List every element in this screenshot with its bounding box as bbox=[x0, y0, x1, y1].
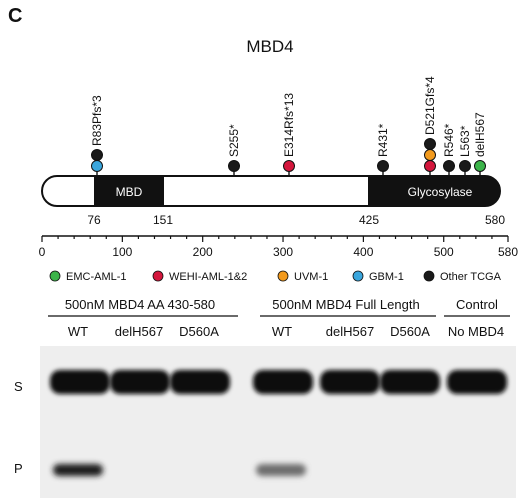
substrate-band bbox=[50, 370, 110, 394]
axis-tick-label: 580 bbox=[498, 245, 518, 259]
gel-lane-label: No MBD4 bbox=[448, 324, 504, 339]
axis-tick-label: 200 bbox=[193, 245, 213, 259]
mutation-label: R83Pfs*3 bbox=[90, 95, 104, 146]
legend-swatch bbox=[423, 270, 435, 282]
gel-lane-label: D560A bbox=[179, 324, 219, 339]
mutation-label: E314Rfs*13 bbox=[282, 93, 296, 157]
legend-swatch bbox=[49, 270, 61, 282]
domain-mbd bbox=[94, 176, 164, 206]
mutation-delh567: delH567 bbox=[473, 112, 487, 176]
legend-swatch bbox=[352, 270, 364, 282]
gel-lane-label: delH567 bbox=[326, 324, 374, 339]
substrate-band bbox=[110, 370, 170, 394]
legend-swatch bbox=[277, 270, 289, 282]
mutation-label: L563* bbox=[458, 125, 472, 157]
mutation-l563-: L563* bbox=[458, 125, 472, 176]
legend-item: UVM-1 bbox=[277, 270, 328, 283]
legend-label: UVM-1 bbox=[294, 271, 328, 283]
legend-label: GBM-1 bbox=[369, 271, 404, 283]
mutation-label: S255* bbox=[227, 124, 241, 157]
mutation-dot bbox=[424, 138, 436, 150]
domain-glycosylase bbox=[368, 176, 500, 206]
mutation-label: R546* bbox=[442, 123, 456, 157]
mutation-dot bbox=[377, 160, 389, 172]
product-band-label: P bbox=[14, 461, 23, 476]
panel-letter: C bbox=[8, 5, 22, 27]
legend-item: Other TCGA bbox=[423, 270, 502, 283]
legend-swatch bbox=[152, 270, 164, 282]
mutation-dot bbox=[424, 149, 436, 161]
legend-label: EMC-AML-1 bbox=[66, 271, 127, 283]
mutation-label: delH567 bbox=[473, 112, 487, 157]
axis-tick-label: 400 bbox=[353, 245, 373, 259]
gel-lane-label: WT bbox=[272, 324, 292, 339]
domain-label: Glycosylase bbox=[408, 185, 473, 199]
mutation-r546-: R546* bbox=[442, 123, 456, 176]
product-band bbox=[53, 464, 103, 476]
gel-group-label: Control bbox=[456, 297, 498, 312]
substrate-band bbox=[447, 370, 507, 394]
mutation-label: D521Gfs*4 bbox=[423, 76, 437, 135]
mutation-dot bbox=[443, 160, 455, 172]
gel-bands bbox=[50, 370, 507, 476]
product-band bbox=[256, 464, 306, 476]
legend: EMC-AML-1 WEHI-AML-1&2 UVM-1 GBM-1 Other TCG… bbox=[49, 270, 502, 283]
substrate-band bbox=[320, 370, 380, 394]
domain-label: MBD bbox=[116, 185, 143, 199]
mutation-dot bbox=[283, 160, 295, 172]
domain-boundary-label: 76 bbox=[87, 213, 101, 227]
protein-domains: MBD Glycosylase bbox=[94, 176, 500, 206]
mutation-s255-: S255* bbox=[227, 124, 241, 176]
figure-title: MBD4 bbox=[246, 37, 293, 56]
mutation-dot bbox=[228, 160, 240, 172]
substrate-band bbox=[380, 370, 440, 394]
mutation-dot bbox=[424, 160, 436, 172]
legend-item: WEHI-AML-1&2 bbox=[152, 270, 247, 283]
gel-group-label: 500nM MBD4 Full Length bbox=[272, 297, 419, 312]
domain-boundary-label: 580 bbox=[485, 213, 505, 227]
position-axis: 0 100 200 300 400 500 580 bbox=[39, 235, 518, 259]
domain-boundary-label: 151 bbox=[153, 213, 173, 227]
legend-label: WEHI-AML-1&2 bbox=[169, 271, 247, 283]
axis-tick-label: 500 bbox=[434, 245, 454, 259]
substrate-band bbox=[170, 370, 230, 394]
gel-lane-label: delH567 bbox=[115, 324, 163, 339]
legend-label: Other TCGA bbox=[440, 271, 502, 283]
axis-tick-label: 100 bbox=[112, 245, 132, 259]
mutation-d521gfs-4: D521Gfs*4 bbox=[423, 76, 437, 176]
gel-lane-label: D560A bbox=[390, 324, 430, 339]
mutation-dot bbox=[459, 160, 471, 172]
mutation-label: R431* bbox=[376, 123, 390, 157]
mutation-r431-: R431* bbox=[376, 123, 390, 176]
substrate-band-label: S bbox=[14, 379, 23, 394]
domain-boundary-label: 425 bbox=[359, 213, 379, 227]
mutation-dot bbox=[91, 160, 103, 172]
domain-boundary-labels: 76 151 425 580 bbox=[87, 213, 505, 227]
gel-lane-label: WT bbox=[68, 324, 88, 339]
legend-item: GBM-1 bbox=[352, 270, 404, 283]
axis-tick-label: 0 bbox=[39, 245, 46, 259]
mutation-e314rfs-13: E314Rfs*13 bbox=[282, 93, 296, 176]
legend-item: EMC-AML-1 bbox=[49, 270, 127, 283]
mutation-r83pfs-3: R83Pfs*3 bbox=[90, 95, 104, 176]
axis-tick-label: 300 bbox=[273, 245, 293, 259]
gel-group-label: 500nM MBD4 AA 430-580 bbox=[65, 297, 215, 312]
mutation-dot bbox=[474, 160, 486, 172]
substrate-band bbox=[253, 370, 313, 394]
mutation-dot bbox=[91, 149, 103, 161]
